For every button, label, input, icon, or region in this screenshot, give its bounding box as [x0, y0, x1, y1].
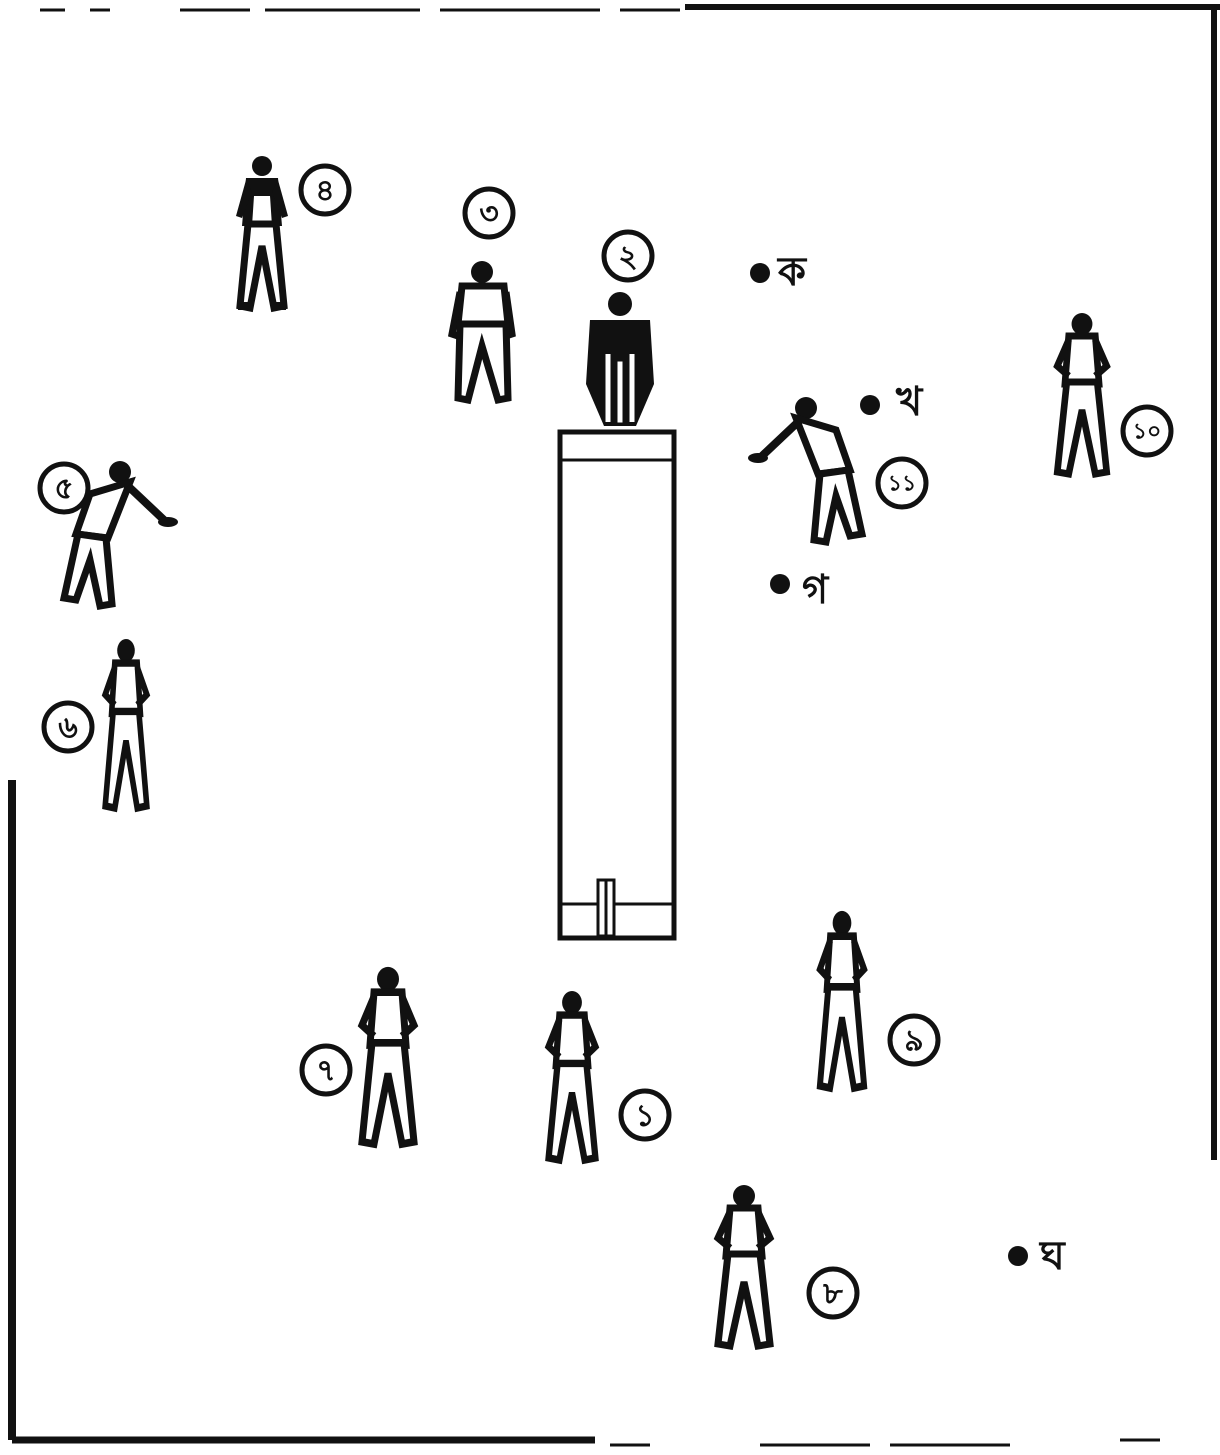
- fielder-figure-9: [820, 911, 864, 1088]
- fielder-number-9: ৯: [890, 1016, 938, 1064]
- fielder-number-3-text: ৩: [479, 197, 499, 232]
- position-marker-gha: ঘ: [1008, 1233, 1066, 1279]
- fielder-number-9-text: ৯: [904, 1024, 923, 1059]
- fielder-number-2: ২: [604, 232, 652, 280]
- position-label-ka: ক: [776, 249, 808, 295]
- position-label-ga: গ: [802, 567, 830, 613]
- fielder-figure-3: [452, 261, 512, 400]
- fielder-number-11-text: ১১: [888, 472, 917, 497]
- fielder-number-6: ৬: [44, 703, 92, 751]
- fielder-number-8-text: ৮: [822, 1277, 843, 1312]
- fielder-number-7: ৭: [302, 1046, 350, 1094]
- fielder-number-4-text: ৪: [315, 174, 334, 209]
- fielder-figure-10: [1057, 313, 1106, 474]
- fielder-number-4: ৪: [301, 166, 349, 214]
- fielder-figure-4: [236, 156, 288, 310]
- wicket-far: [598, 880, 614, 936]
- position-dot-gha: [1008, 1246, 1028, 1266]
- fielder-number-8: ৮: [809, 1269, 857, 1317]
- fielder-number-2-text: ২: [618, 240, 638, 275]
- fielder-number-5-text: ৫: [54, 472, 73, 507]
- position-dot-ka: [750, 263, 770, 283]
- position-dot-kha: [860, 395, 880, 415]
- fielder-number-3: ৩: [465, 189, 513, 237]
- position-marker-ka: ক: [750, 249, 808, 295]
- fielder-number-10-text: ১০: [1133, 420, 1162, 445]
- fielder-figure-11: [748, 397, 862, 542]
- position-marker-kha: খ: [860, 379, 924, 425]
- fielder-number-10: ১০: [1123, 407, 1171, 455]
- fielder-figure-7: [362, 967, 414, 1144]
- fielder-number-5: ৫: [40, 464, 88, 512]
- fielder-number-1: ১: [621, 1091, 669, 1139]
- fielder-figure-8: [718, 1185, 770, 1346]
- position-marker-ga: গ: [770, 567, 830, 613]
- fielder-figure-6: [105, 639, 147, 808]
- fielder-number-1-text: ১: [635, 1099, 654, 1134]
- position-label-gha: ঘ: [1038, 1233, 1066, 1279]
- position-label-kha: খ: [895, 379, 924, 425]
- cricket-pitch: [560, 432, 674, 938]
- fielder-number-7-text: ৭: [316, 1054, 336, 1089]
- fielder-number-6-text: ৬: [58, 711, 78, 746]
- fielder-number-11: ১১: [878, 459, 926, 507]
- fielder-figure-2: [586, 292, 654, 426]
- fielder-figure-1: [549, 991, 596, 1160]
- position-dot-ga: [770, 574, 790, 594]
